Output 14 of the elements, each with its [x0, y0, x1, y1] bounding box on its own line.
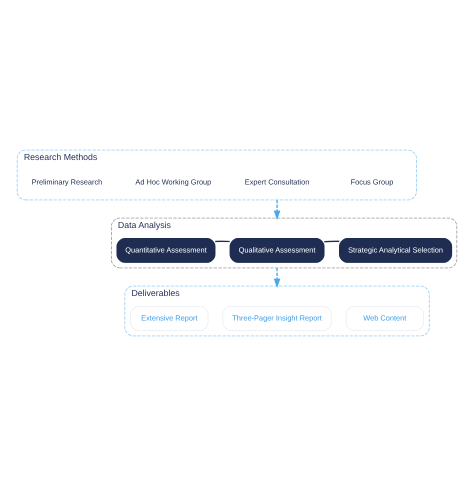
node-box: Quantitative Assessment: [116, 237, 216, 262]
node-text: Ad Hoc Working Group: [135, 176, 212, 186]
connector: [215, 240, 230, 242]
node-box: Strategic Analytical Selection: [339, 237, 452, 262]
arrow: [274, 267, 280, 288]
node-text: Expert Consultation: [244, 176, 310, 186]
arrow: [274, 199, 280, 220]
node-box: Web Content: [346, 305, 424, 330]
node-text: Preliminary Research: [32, 176, 102, 186]
node-box: Three-Pager Insight Report: [222, 305, 332, 330]
connector: [324, 240, 340, 242]
node-text: Focus Group: [350, 176, 394, 186]
node-box: Qualitative Assessment: [230, 237, 325, 262]
node-box: Extensive Report: [130, 305, 208, 330]
